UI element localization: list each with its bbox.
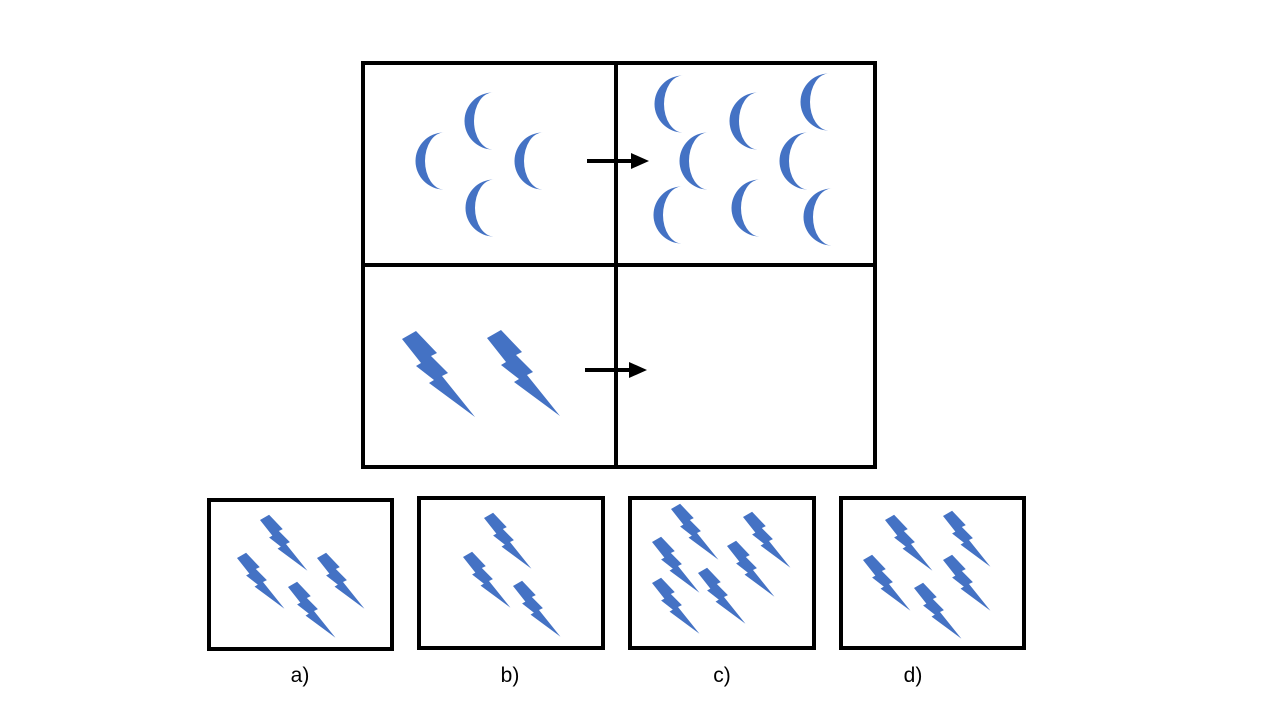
moon-icon — [464, 92, 493, 150]
option-d-label: d) — [903, 664, 923, 687]
option-a-label: a) — [290, 664, 310, 687]
moon-icon — [514, 132, 543, 190]
arrow-icon — [585, 362, 647, 378]
option-c-label: c) — [713, 664, 731, 687]
option-a[interactable] — [207, 498, 394, 651]
moon-icon — [800, 73, 829, 131]
arrow-icon — [587, 153, 649, 169]
moon-icon — [779, 132, 808, 190]
option-c[interactable] — [628, 496, 816, 650]
moon-icon — [654, 75, 683, 133]
option-d[interactable] — [839, 496, 1026, 650]
moon-icon — [729, 92, 758, 150]
cell-bottom-right-empty — [618, 267, 873, 465]
cell-bottom-left — [402, 330, 560, 417]
moon-icon — [415, 132, 444, 190]
option-b[interactable] — [417, 496, 605, 650]
cell-top-right — [653, 73, 832, 246]
cell-top-left — [415, 92, 543, 237]
lightning-bolt-icon — [402, 331, 475, 417]
moon-icon — [653, 186, 682, 244]
moon-icon — [679, 132, 708, 190]
moon-icon — [465, 179, 494, 237]
moon-icon — [803, 188, 832, 246]
option-b-label: b) — [500, 664, 520, 687]
moon-icon — [731, 179, 760, 237]
lightning-bolt-icon — [487, 330, 560, 416]
